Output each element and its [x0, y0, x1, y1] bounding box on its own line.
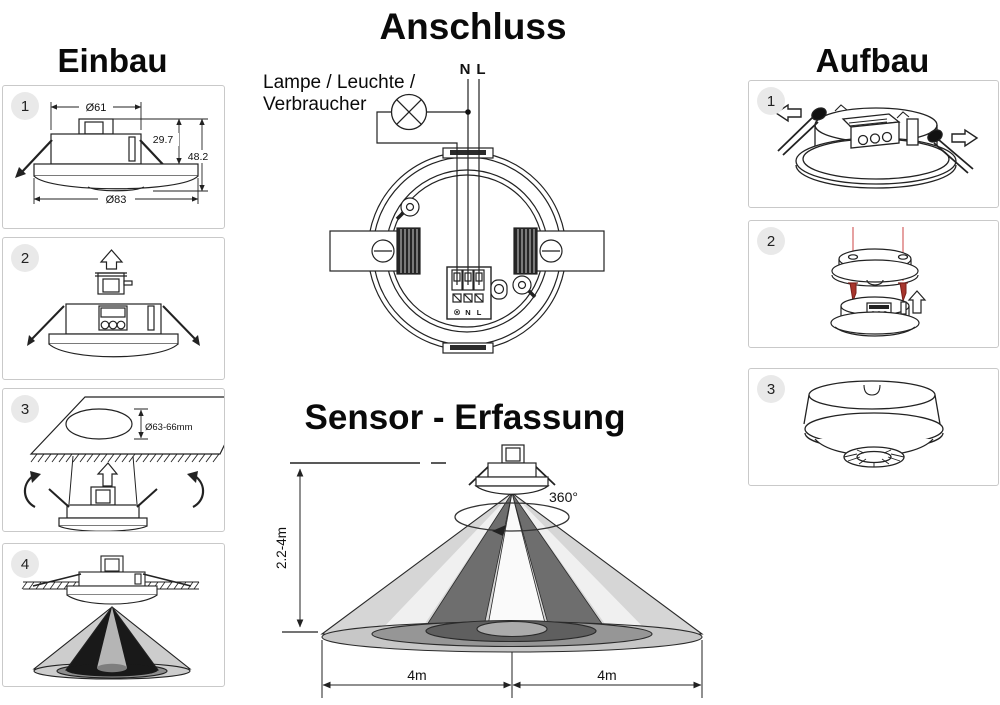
cutout-hole: [65, 408, 133, 440]
lamp-wire: [376, 111, 458, 285]
up-arrow-icon: [96, 462, 119, 487]
spring-clip-left: [20, 139, 53, 174]
panel-aufbau-step-3: 3: [748, 368, 999, 486]
step-badge: 3: [11, 395, 39, 423]
drawing-flush-mount-dimensions: Ø61 29.7 48.2 Ø83: [15, 101, 215, 206]
wire-junction-dot: [465, 109, 471, 115]
load-label: Lampe / Leuchte / Verbraucher: [263, 72, 415, 116]
dim-range-right: 4m: [597, 667, 616, 683]
panel-aufbau-step-2: 2: [748, 220, 999, 348]
load-label-line1: Lampe / Leuchte /: [263, 72, 416, 93]
step-badge: 2: [757, 227, 785, 255]
detection-cone: [320, 492, 704, 653]
sensor-device: [468, 444, 556, 495]
up-arrow-icon: [907, 290, 927, 314]
step-badge: 1: [11, 92, 39, 120]
spring-clip-left: [48, 488, 70, 508]
rotation-arrowhead-icon: [492, 525, 506, 536]
dim-mounting-height: 2.2-4m: [274, 527, 289, 569]
screw-icon-right: [898, 282, 908, 303]
rotation-angle-label: 360°: [549, 489, 578, 505]
spring-clip-right: [513, 227, 605, 275]
drawing-remove-terminal-cover: [27, 249, 200, 358]
panel-einbau-step-3: 3: [2, 388, 225, 532]
screw-tab-lower: [512, 275, 537, 299]
dim-range-left: 4m: [407, 667, 426, 683]
screw-icon-left: [848, 282, 858, 303]
rotation-ellipse: [454, 502, 570, 532]
drawing-surface-base-clips: [774, 103, 979, 189]
live-wire-label: L: [476, 61, 485, 78]
step-badge: 3: [757, 375, 785, 403]
dim-total-height: 48.2: [188, 151, 209, 163]
panel-einbau-step-1: 1: [2, 85, 225, 229]
sensor-erfassung-title: Sensor - Erfassung: [304, 398, 626, 437]
terminal-block: [841, 113, 901, 149]
terminal-neutral-label: N: [465, 308, 470, 317]
ceiling-plane: [29, 396, 224, 455]
anschluss-title: Anschluss: [379, 6, 567, 47]
panel-aufbau-step-1: 1: [748, 80, 999, 208]
terminal-lamp-label: ⊗: [453, 307, 461, 317]
drawing-ceiling-cutout: Ø63-66mm: [23, 396, 224, 531]
neutral-wire-label: N: [460, 61, 471, 78]
dim-flange-diameter: Ø83: [106, 194, 127, 206]
clip-pin-right: [927, 129, 943, 143]
spring-clip-right: [162, 305, 198, 342]
drawing-installed-detection-cone: [21, 555, 200, 680]
step-badge: 4: [11, 550, 39, 578]
up-arrow-icon: [99, 249, 124, 270]
step-badge: 2: [11, 244, 39, 272]
drawing-cover-screw-assembly: [830, 227, 927, 337]
screw-tab-upper: [395, 197, 420, 221]
panel-einbau-step-2: 2: [2, 237, 225, 380]
panel-einbau-step-4: 4: [2, 543, 225, 687]
lamp-icon: [390, 93, 428, 131]
rotate-arrow-right-icon: [192, 475, 205, 508]
terminal-live-label: L: [477, 308, 482, 317]
einbau-title: Einbau: [57, 42, 168, 79]
anschluss-wiring-diagram: N L ⊗ N L: [329, 61, 605, 354]
rotate-arrow-left-icon: [23, 475, 36, 508]
sensor-detection-diagram: 2.2-4m 4m 4m 360°: [274, 444, 704, 698]
right-arrow-icon: [951, 128, 979, 148]
dim-recess-height: 29.7: [153, 134, 174, 146]
dim-top-diameter: Ø61: [86, 102, 107, 114]
step-badge: 1: [757, 87, 785, 115]
spring-clip-right: [136, 488, 158, 508]
spring-clip-left: [29, 305, 65, 342]
spring-clip-left: [329, 227, 421, 275]
dim-ceiling-cutout: Ø63-66mm: [145, 422, 193, 433]
load-label-line2: Verbraucher: [263, 94, 367, 115]
sensor-lens-dome: [843, 446, 905, 468]
aufbau-title: Aufbau: [815, 42, 930, 79]
drawing-assembled-surface-sensor: [803, 380, 944, 468]
